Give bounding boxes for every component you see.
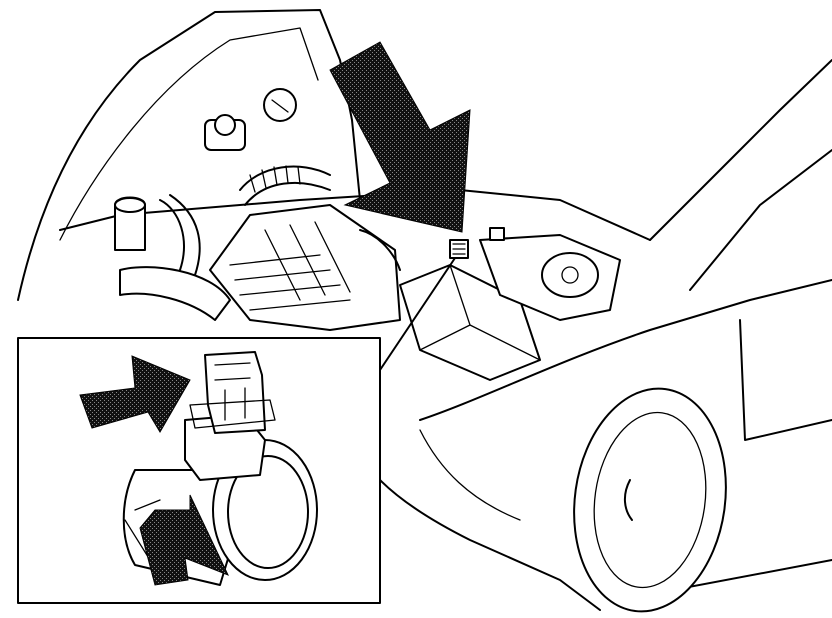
detail-inset <box>17 337 381 604</box>
strut-top <box>541 252 599 298</box>
connector-arrow <box>79 355 191 433</box>
fender-lower <box>739 319 832 441</box>
front-wheel <box>573 387 727 613</box>
detail-leader-line <box>379 257 456 371</box>
rim <box>593 411 707 589</box>
clamp-arrow <box>139 494 229 586</box>
intake-manifold <box>209 204 401 331</box>
air-duct <box>119 266 231 321</box>
front-bumper <box>379 479 601 611</box>
intake-hose <box>239 165 331 206</box>
bumper-crease <box>419 429 521 521</box>
hub <box>624 479 633 521</box>
front-fender <box>419 279 832 421</box>
a-pillar <box>649 59 832 241</box>
hood-inner-line <box>59 27 319 241</box>
location-arrow <box>329 41 471 233</box>
windshield-edge <box>689 149 832 291</box>
engine-bay <box>114 88 621 381</box>
sensor-connector <box>204 351 266 434</box>
reservoir-cap <box>263 88 297 122</box>
hood-outline <box>17 9 361 301</box>
sensor-flange-inner <box>227 455 309 569</box>
